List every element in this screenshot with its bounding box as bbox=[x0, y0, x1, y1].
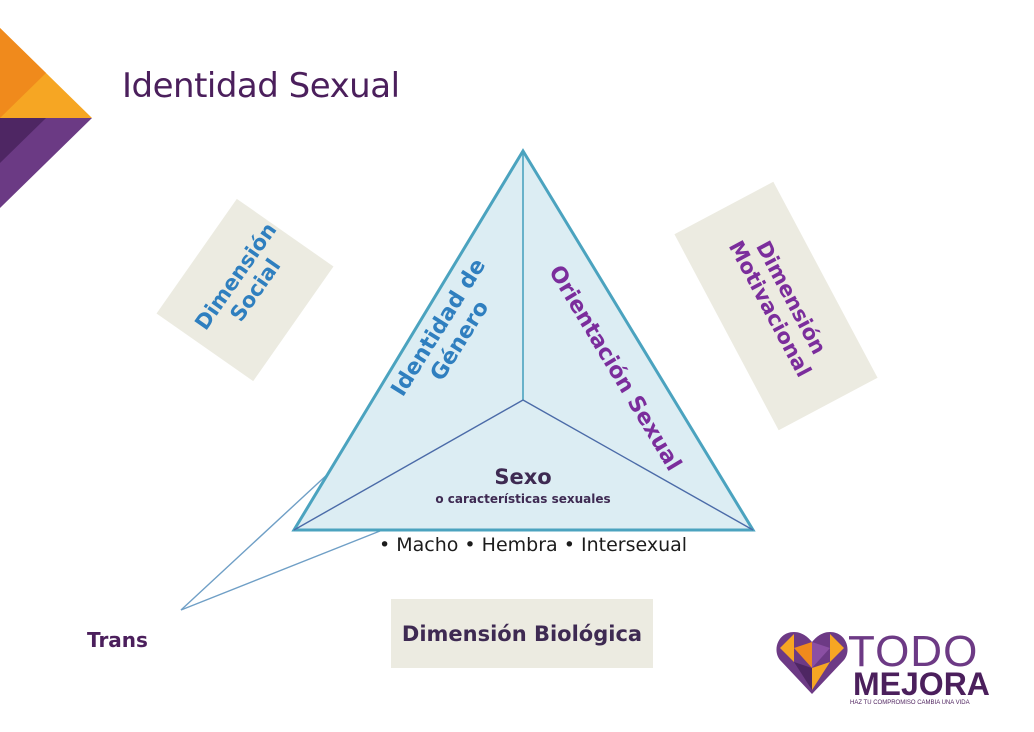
trans-label: Trans bbox=[87, 628, 148, 652]
corner-decoration bbox=[0, 28, 92, 208]
biological-dimension-box: Dimensión Biológica bbox=[391, 599, 653, 668]
sex-sublabel: o características sexuales bbox=[435, 492, 611, 506]
triangle-divider-right bbox=[522, 399, 754, 531]
triangle-divider-left bbox=[293, 399, 524, 531]
sex-label: Sexo bbox=[494, 465, 552, 489]
biological-dimension-label: Dimensión Biológica bbox=[401, 621, 643, 646]
page-title: Identidad Sexual bbox=[122, 66, 400, 106]
trans-lines bbox=[180, 471, 381, 611]
sex-categories: • Macho • Hembra • Intersexual bbox=[379, 534, 688, 556]
heart-logo-icon bbox=[776, 632, 848, 694]
logo-text-line1: TODO bbox=[848, 627, 979, 676]
logo-text-line2: MEJORA bbox=[853, 666, 990, 702]
logo-tagline: HAZ TU COMPROMISO CAMBIA UNA VIDA bbox=[850, 700, 970, 706]
